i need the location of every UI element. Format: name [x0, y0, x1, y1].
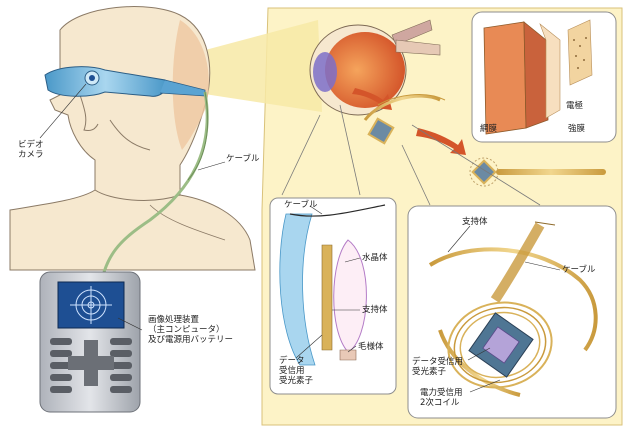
glasses	[44, 66, 206, 97]
label-cable-detail: ケーブル	[562, 265, 596, 275]
view-beam	[100, 20, 322, 112]
keypad-icon	[50, 338, 132, 393]
label-electrode: 電極	[566, 101, 584, 111]
leader-lines	[39, 83, 561, 393]
label-power-coil: 電力受信用 2次コイル	[420, 388, 463, 408]
processor-device	[39, 271, 141, 413]
lens-inset	[269, 197, 397, 395]
label-ciliary-body: 毛様体	[358, 342, 384, 352]
label-cable-inset: ケーブル	[284, 200, 318, 210]
device-screen-target-icon	[70, 286, 112, 324]
eye-cross-section	[309, 19, 441, 116]
label-video-camera: ビデオ カメラ	[18, 140, 44, 160]
implant-detail-inset	[407, 205, 617, 419]
detail-cable	[490, 222, 545, 303]
label-processor: 画像処理装置 （主コンピュータ） 及び電源用バッテリー	[148, 315, 234, 345]
label-cable-left: ケーブル	[226, 154, 260, 164]
label-retina: 網膜	[480, 124, 498, 134]
inset-cable	[289, 204, 386, 217]
guide-lines	[281, 104, 541, 206]
implant-small	[363, 94, 446, 145]
retina-inset	[471, 11, 617, 143]
label-data-receiver-detail: データ受信用 受光素子	[412, 357, 464, 377]
label-sclera: 強膜	[568, 124, 586, 134]
brain-region	[172, 20, 209, 150]
cable-main	[98, 91, 209, 291]
head-figure	[9, 6, 256, 271]
label-support-detail: 支持体	[462, 217, 488, 227]
label-support-inset: 支持体	[362, 305, 388, 315]
label-data-receiver-inset: データ 受信用 受光素子	[279, 356, 314, 386]
label-lens: 水晶体	[362, 253, 388, 263]
